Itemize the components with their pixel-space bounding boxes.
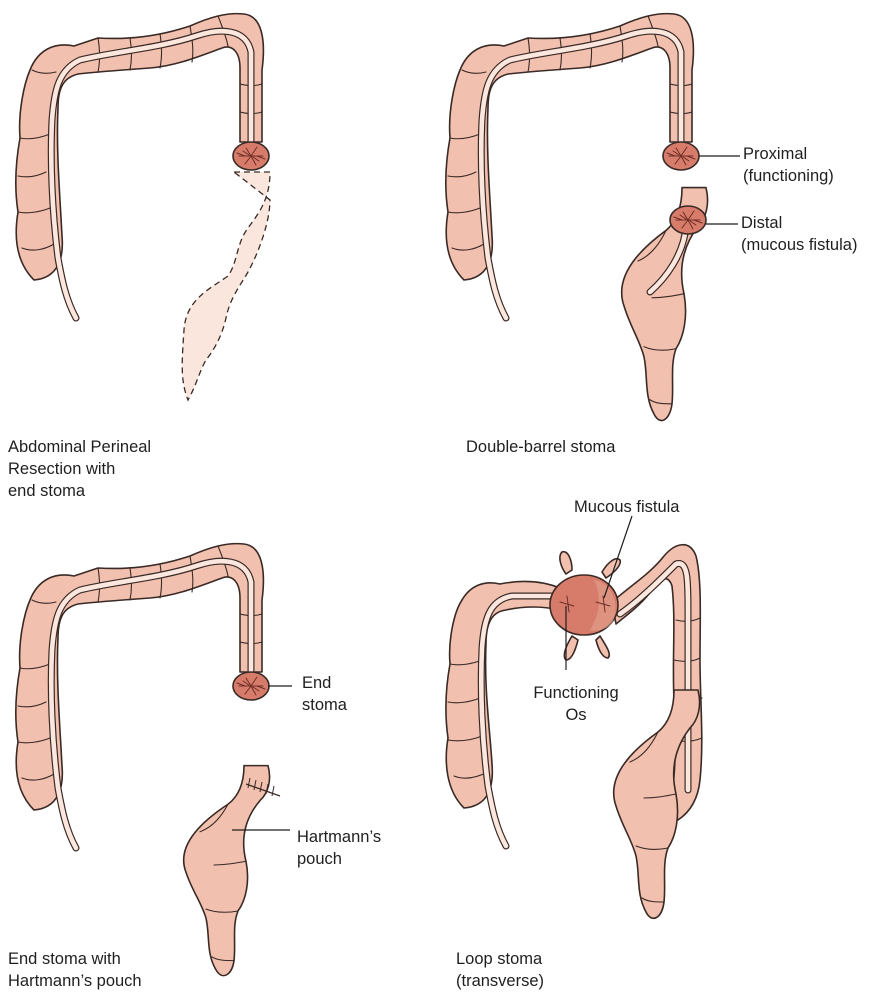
caption-line: Loop stoma xyxy=(456,948,544,970)
caption-line: end stoma xyxy=(8,480,151,502)
label-mucous-fistula: Mucous fistula xyxy=(574,496,679,518)
label-proximal: Proximal (functioning) xyxy=(743,143,834,187)
caption-line: Abdominal Perineal xyxy=(8,436,151,458)
double-barrel-illustration xyxy=(446,14,740,421)
label-line: Mucous fistula xyxy=(574,496,679,518)
caption-line: Resection with xyxy=(8,458,151,480)
label-end-stoma: End stoma xyxy=(302,672,347,716)
label-distal: Distal (mucous fistula) xyxy=(741,212,857,256)
label-line: Hartmann’s xyxy=(297,826,381,848)
caption-double-barrel: Double-barrel stoma xyxy=(466,436,615,458)
label-line: stoma xyxy=(302,694,347,716)
caption-loop-stoma: Loop stoma (transverse) xyxy=(456,948,544,992)
label-line: End xyxy=(302,672,347,694)
mucous-fistula-leader xyxy=(604,516,632,598)
resected-rectum xyxy=(182,172,270,400)
caption-line: Hartmann’s pouch xyxy=(8,970,142,992)
caption-line: (transverse) xyxy=(456,970,544,992)
label-line: Os xyxy=(526,704,626,726)
label-functioning-os: Functioning Os xyxy=(526,682,626,726)
caption-apr: Abdominal Perineal Resection with end st… xyxy=(8,436,151,502)
label-line: Functioning xyxy=(526,682,626,704)
caption-line: End stoma with xyxy=(8,948,142,970)
label-hartmanns-pouch: Hartmann’s pouch xyxy=(297,826,381,870)
label-line: Distal xyxy=(741,212,857,234)
hartmanns-illustration xyxy=(16,544,292,976)
caption-line: Double-barrel stoma xyxy=(466,436,615,458)
label-line: pouch xyxy=(297,848,381,870)
apr-illustration xyxy=(16,14,270,400)
caption-hartmanns: End stoma with Hartmann’s pouch xyxy=(8,948,142,992)
label-line: (mucous fistula) xyxy=(741,234,857,256)
label-line: (functioning) xyxy=(743,165,834,187)
label-line: Proximal xyxy=(743,143,834,165)
